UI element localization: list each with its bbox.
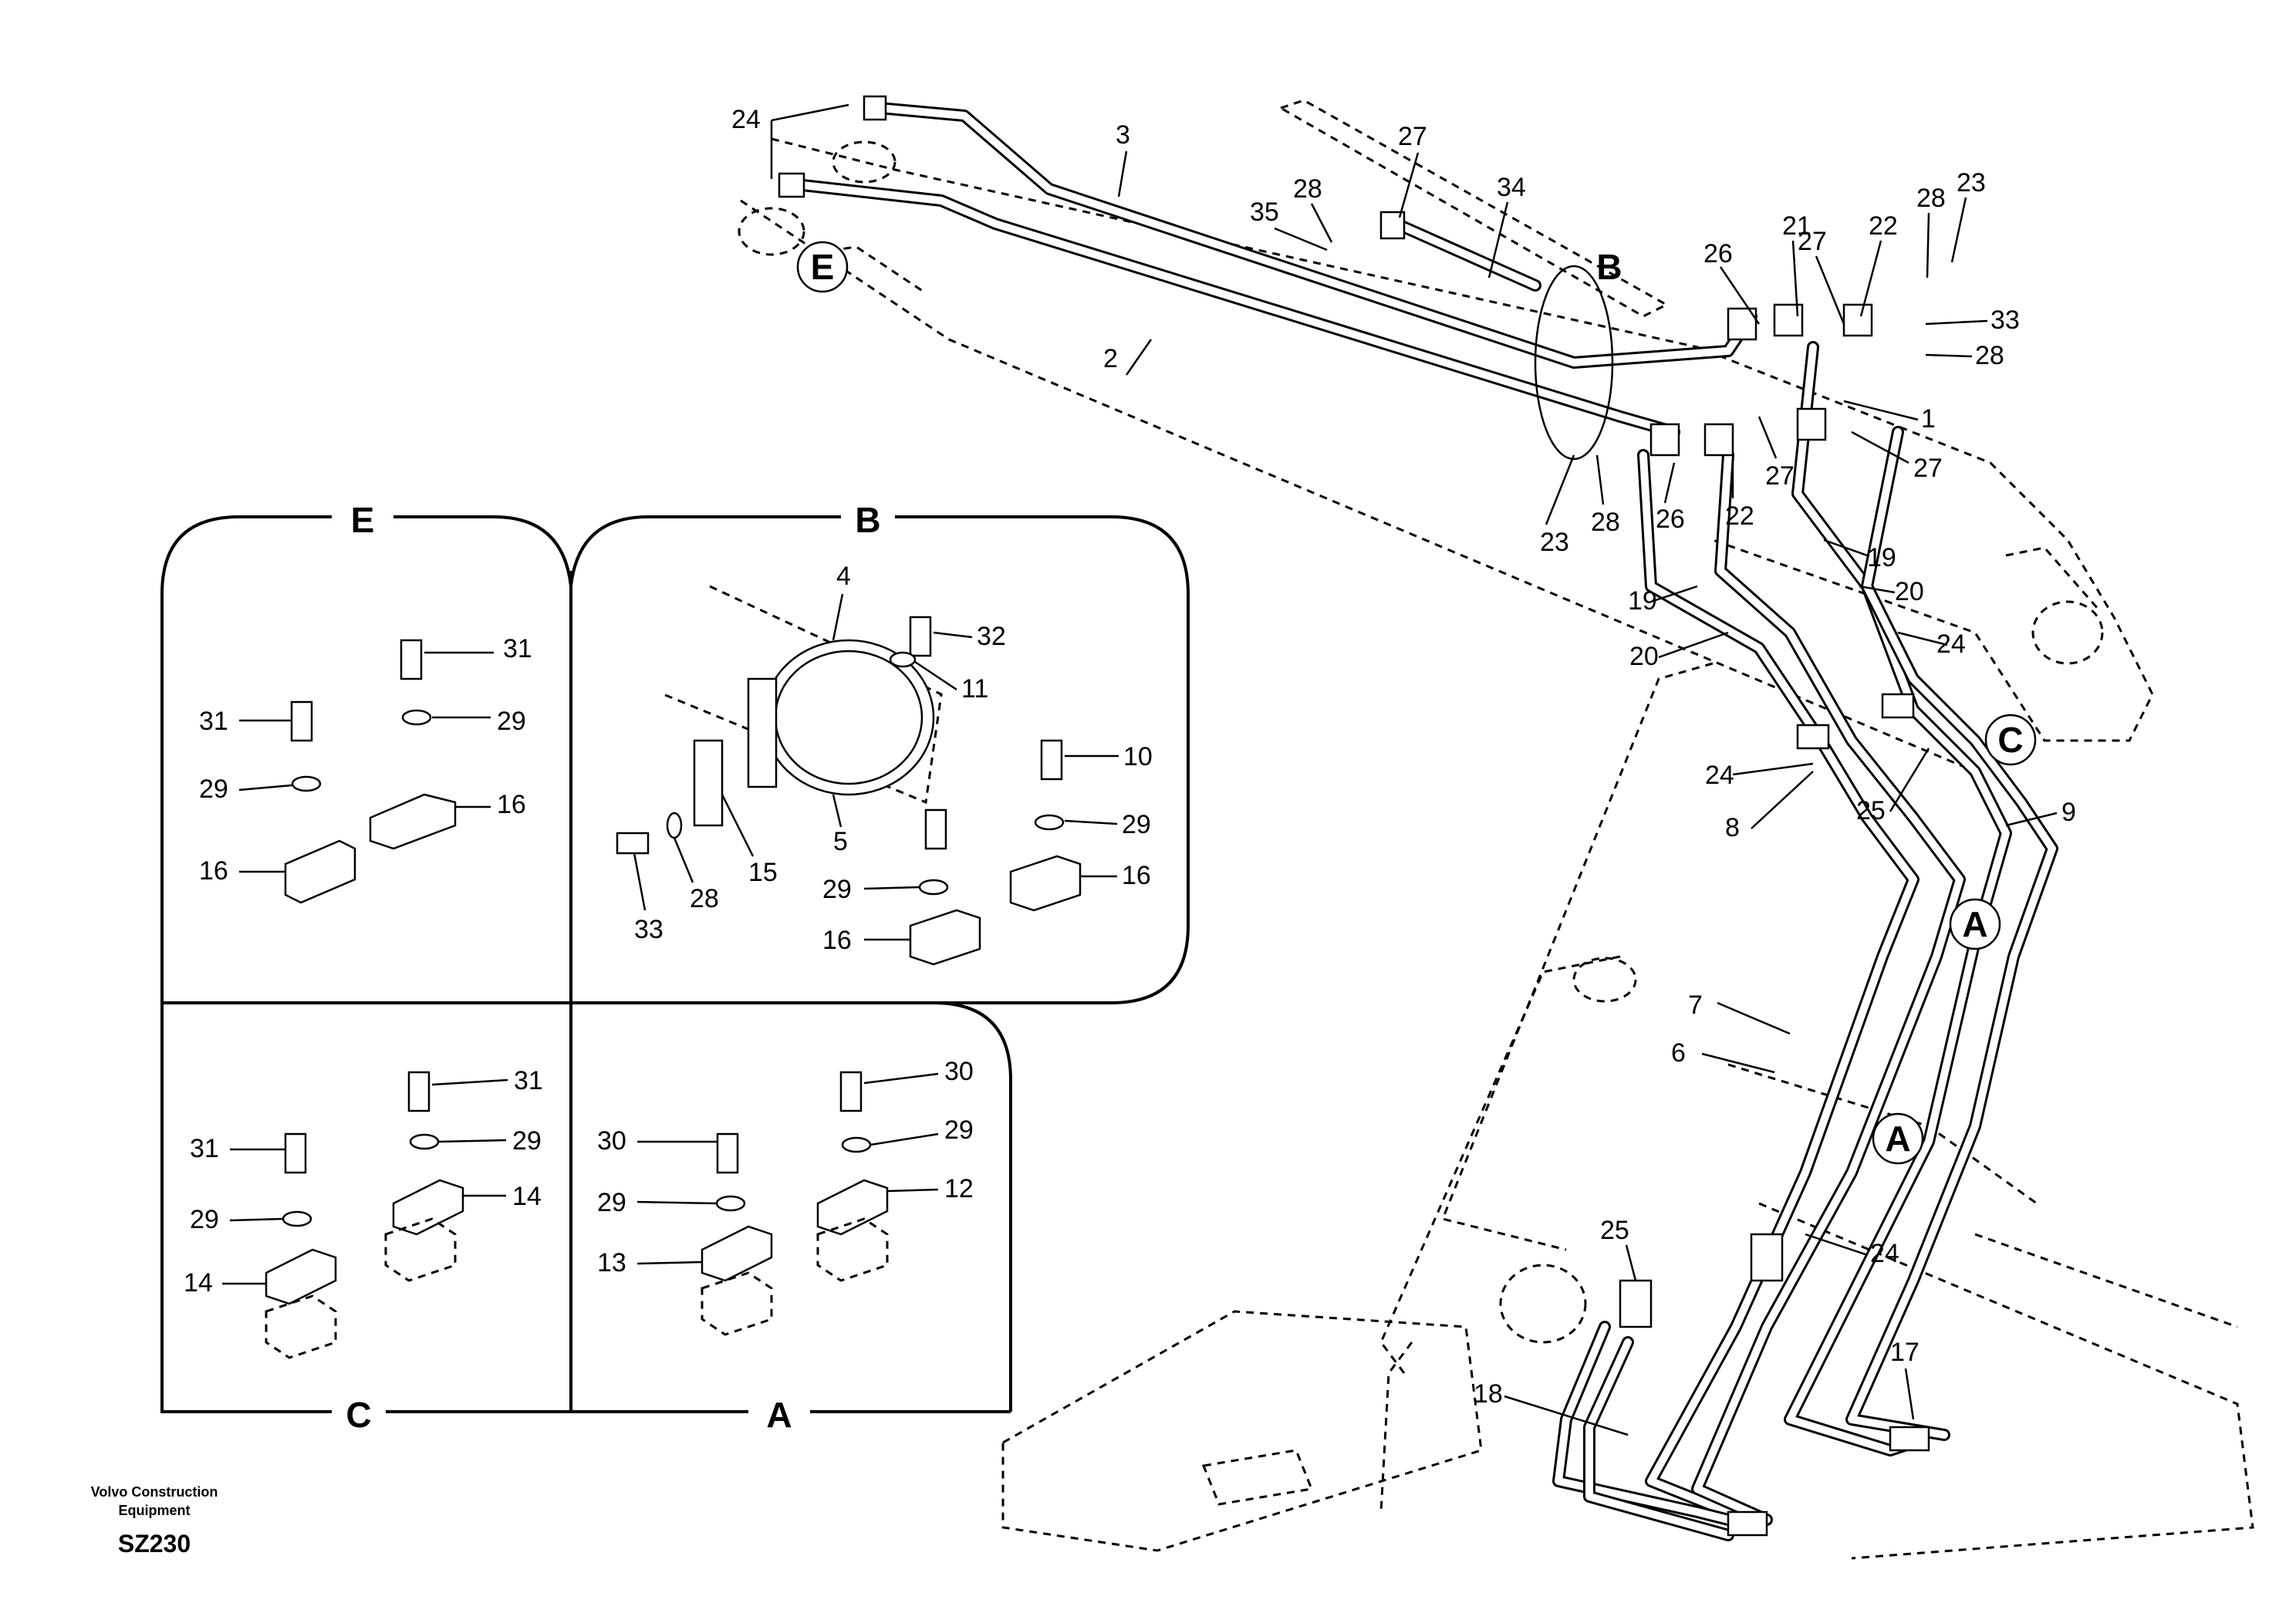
- callout: 16: [1122, 861, 1151, 890]
- detail-E: 31 31 29 29 16 16: [199, 634, 532, 904]
- callout: 28: [1916, 184, 1946, 213]
- view-marker-B: B: [1534, 247, 1622, 461]
- callout: 27: [1765, 461, 1795, 491]
- callout: 28: [690, 884, 719, 913]
- svg-text:A: A: [1962, 904, 1987, 944]
- callout: 14: [512, 1182, 542, 1211]
- detail-C: 31 31 29 29 14 14: [184, 1066, 543, 1359]
- detail-frames: [160, 515, 1190, 1413]
- callout: 12: [944, 1174, 974, 1203]
- callout: 29: [512, 1126, 542, 1156]
- callout: 29: [199, 775, 228, 804]
- view-marker-E: E: [796, 241, 849, 293]
- callout: 31: [190, 1134, 219, 1163]
- fittings: [778, 95, 1930, 1537]
- callout: 10: [1123, 742, 1153, 771]
- callout: 31: [199, 707, 228, 736]
- callout: 18: [1474, 1379, 1503, 1409]
- svg-text:A: A: [1885, 1119, 1910, 1159]
- svg-text:E: E: [811, 247, 835, 287]
- callout: 27: [1398, 122, 1427, 151]
- detail-B: 4 32 11 10 29 5 15 33 28 29 16 16: [616, 562, 1153, 966]
- callout: 23: [1957, 168, 1986, 197]
- detail-title-E: E: [351, 500, 375, 540]
- callout: 27: [1798, 227, 1827, 256]
- view-marker-A-lower: A: [1872, 1112, 1924, 1165]
- callout: 14: [184, 1268, 213, 1298]
- callout: 32: [977, 622, 1006, 651]
- callout: 31: [503, 634, 532, 663]
- callout: 29: [1122, 810, 1151, 839]
- detail-titles: E B C A: [346, 500, 880, 1435]
- leader-lines: [770, 103, 2058, 1436]
- callout: 30: [944, 1057, 974, 1086]
- callout: 29: [190, 1205, 219, 1234]
- callout: 28: [1591, 508, 1620, 537]
- callout: 7: [1688, 991, 1703, 1020]
- svg-text:C: C: [1997, 720, 2023, 760]
- callout: 13: [597, 1248, 626, 1277]
- footer: Volvo Construction Equipment SZ230: [91, 1484, 218, 1558]
- callout: 23: [1540, 528, 1569, 557]
- view-marker-A-upper: A: [1949, 898, 2001, 950]
- callout: 3: [1116, 120, 1130, 150]
- detail-title-C: C: [346, 1395, 371, 1435]
- callout: 33: [1990, 305, 2020, 335]
- callout: 21: [1782, 211, 1811, 241]
- callout: 24: [1705, 761, 1734, 790]
- callout: 29: [822, 875, 852, 904]
- drawing-code: SZ230: [118, 1530, 191, 1558]
- callout: 29: [597, 1188, 626, 1217]
- callout: 16: [497, 790, 526, 819]
- callout: 29: [497, 707, 526, 736]
- callout: 26: [1656, 505, 1685, 534]
- callout: 2: [1103, 344, 1118, 373]
- callout: 11: [961, 674, 988, 704]
- hydraulic-pipes: [796, 102, 2058, 1541]
- callout: 24: [1870, 1239, 1899, 1268]
- callout: 5: [833, 827, 848, 856]
- callout: 20: [1629, 642, 1659, 671]
- callout: 31: [514, 1066, 543, 1095]
- boom-outline: [738, 99, 2254, 1560]
- callout: 30: [597, 1126, 626, 1156]
- callout: 1: [1921, 404, 1936, 434]
- callout: 16: [822, 926, 852, 955]
- svg-text:B: B: [1596, 247, 1622, 287]
- callout: 27: [1913, 454, 1943, 483]
- company-name-line1: Volvo Construction: [91, 1484, 218, 1500]
- detail-A: 30 30 29 29 12 13: [597, 1057, 974, 1336]
- detail-title-A: A: [766, 1395, 792, 1435]
- callout: 9: [2061, 798, 2076, 827]
- callout: 17: [1890, 1338, 1920, 1367]
- main-callouts: 24 3 27 34 28 35 21 26 27 22 28 23 33 28…: [731, 105, 2076, 1409]
- callout: 26: [1703, 239, 1733, 268]
- callout: 4: [836, 562, 851, 591]
- callout: 24: [731, 105, 761, 134]
- callout: 6: [1671, 1038, 1686, 1068]
- callout: 19: [1867, 543, 1896, 572]
- callout: 22: [1869, 211, 1898, 241]
- callout: 33: [634, 915, 663, 944]
- callout: 28: [1293, 174, 1322, 204]
- callout: 8: [1725, 813, 1740, 842]
- callout: 25: [1856, 796, 1886, 825]
- callout: 25: [1600, 1216, 1629, 1245]
- callout: 35: [1250, 197, 1279, 227]
- callout: 22: [1725, 501, 1754, 531]
- view-marker-C: C: [1984, 714, 2037, 766]
- detail-title-B: B: [855, 500, 880, 540]
- callout: 15: [748, 858, 778, 887]
- callout: 16: [199, 856, 228, 886]
- callout: 29: [944, 1115, 974, 1145]
- callout: 28: [1975, 341, 2004, 370]
- callout: 20: [1895, 577, 1924, 606]
- company-name-line2: Equipment: [119, 1503, 191, 1518]
- callout: 34: [1497, 173, 1526, 202]
